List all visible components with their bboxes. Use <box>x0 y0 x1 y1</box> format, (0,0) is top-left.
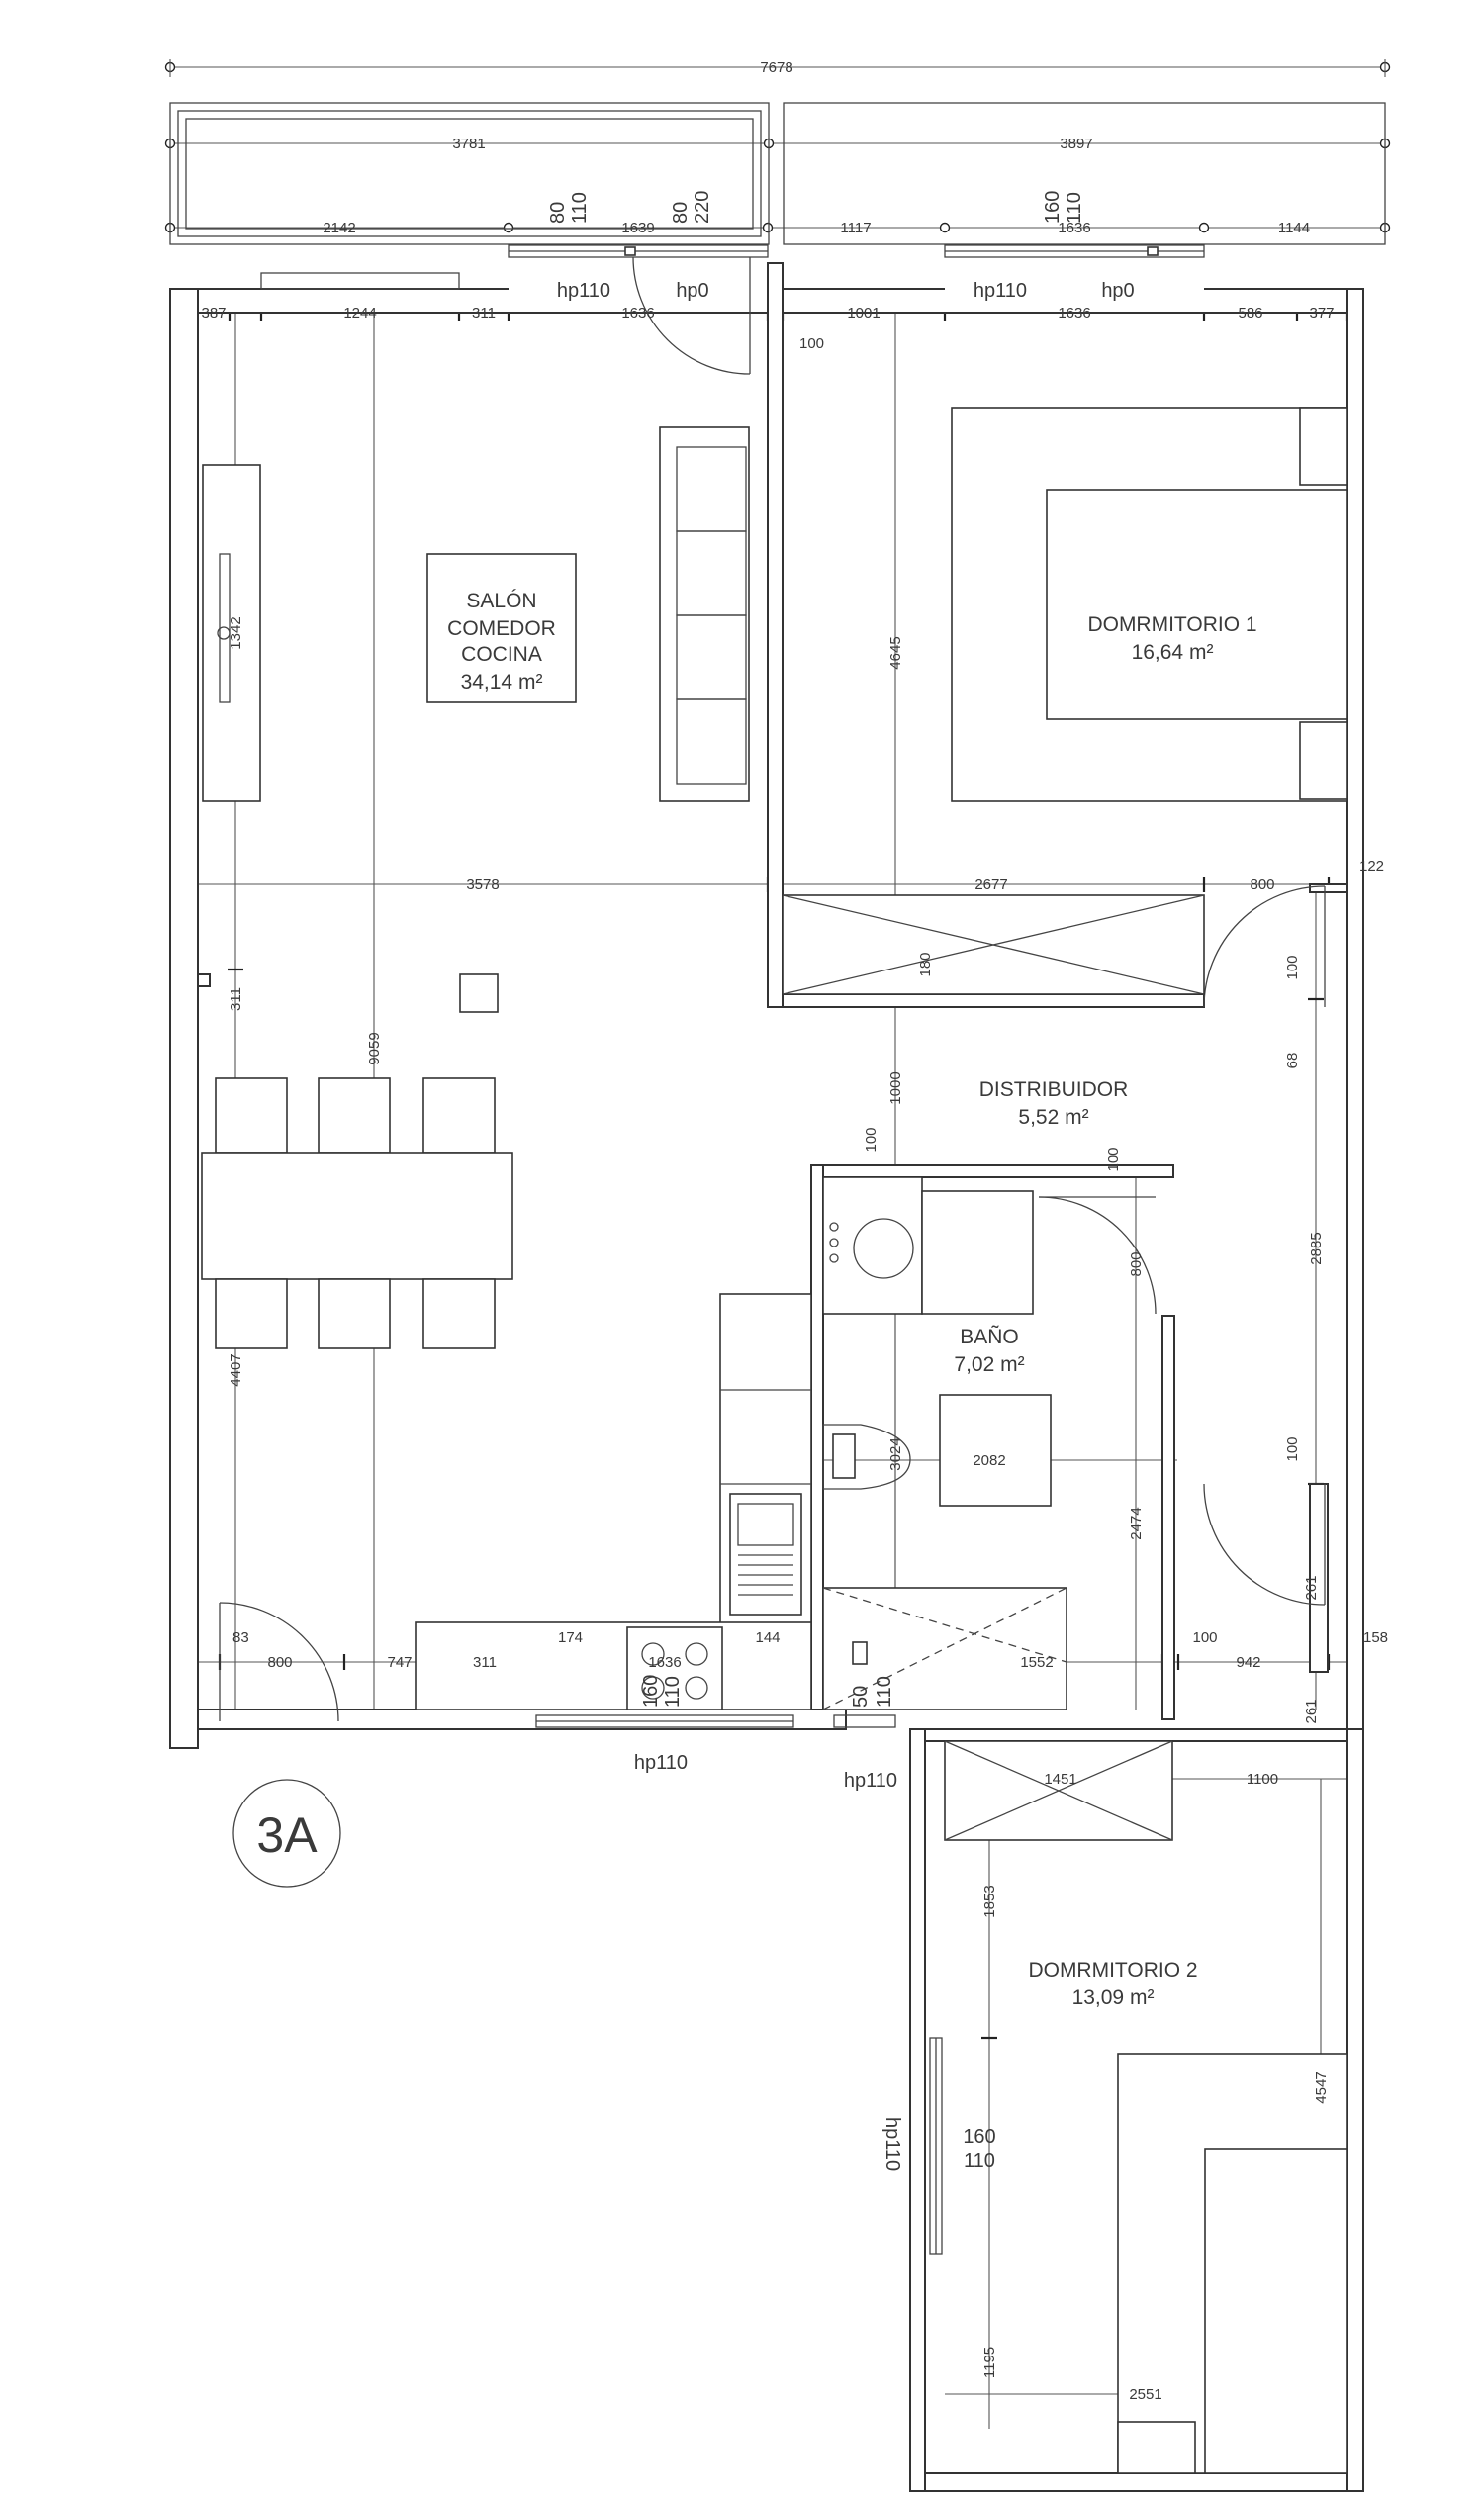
terrace <box>169 102 1386 245</box>
label-w2-hp: hp110 <box>974 280 1027 302</box>
label-top-c: 1117 <box>840 220 871 236</box>
label-terrace-right: 3897 <box>1060 136 1092 152</box>
label-row3-1636: 1636 <box>648 1654 681 1671</box>
label-top-e: 1144 <box>1278 220 1310 236</box>
label-top-a: 2142 <box>323 220 355 236</box>
dorm1-area: 16,64 m² <box>1132 641 1214 664</box>
label-wall-311: 311 <box>228 987 244 1011</box>
label-row3-1552: 1552 <box>1020 1654 1053 1671</box>
label-row2-a: 387 <box>201 305 226 322</box>
label-wc-3024: 3024 <box>887 1437 904 1470</box>
label-row3-800: 800 <box>267 1654 292 1671</box>
salon-label-line1: SALÓN <box>466 590 536 612</box>
label-dist-1000: 1000 <box>887 1071 904 1104</box>
label-side-100a: 100 <box>1284 955 1301 979</box>
label-bath-800: 800 <box>1128 1251 1145 1276</box>
room-labels: SALÓN COMEDOR COCINA 34,14 m² DOMRMITORI… <box>447 590 1256 2009</box>
label-closet-180: 180 <box>917 952 934 976</box>
label-dorm2-4547: 4547 <box>1313 2071 1330 2103</box>
label-dorm1-width: 2677 <box>974 877 1007 893</box>
label-bath-100b: 100 <box>1105 1147 1122 1171</box>
bano-area: 7,02 m² <box>954 1353 1024 1376</box>
label-side-261b: 261 <box>1303 1699 1320 1723</box>
dorm1-label: DOMRMITORIO 1 <box>1087 613 1256 636</box>
label-row3-174: 174 <box>558 1629 583 1646</box>
label-row3-83: 83 <box>232 1629 249 1646</box>
label-w2-h2: 110 <box>1064 192 1085 224</box>
label-row2-c: 311 <box>472 305 496 322</box>
label-closet2-1451: 1451 <box>1044 1771 1076 1788</box>
label-w1-h3: 80 <box>670 202 692 224</box>
label-side-68: 68 <box>1284 1053 1301 1069</box>
windows <box>260 244 1205 2255</box>
bano-label: BAÑO <box>960 1325 1019 1348</box>
label-row2-d: 1636 <box>621 305 654 322</box>
label-row2-e: 1001 <box>847 305 880 322</box>
label-kitchen-hp: hp110 <box>634 1752 688 1774</box>
dorm2-label: DOMRMITORIO 2 <box>1028 1959 1197 1982</box>
label-dorm2-hp: hp110 <box>881 2117 903 2171</box>
label-w2-h1: 160 <box>1042 191 1064 224</box>
label-dorm1-height: 4645 <box>887 636 904 669</box>
distribuidor-label: DISTRIBUIDOR <box>979 1078 1129 1101</box>
label-bath-h2: 110 <box>874 1676 895 1708</box>
label-salon-height: 9059 <box>366 1032 383 1064</box>
label-side-2885: 2885 <box>1308 1232 1325 1264</box>
doors <box>219 256 1326 1722</box>
label-kitchen-h2: 110 <box>662 1676 684 1708</box>
label-row3-144: 144 <box>755 1629 780 1646</box>
label-dorm2-1853: 1853 <box>981 1885 998 1917</box>
label-total-width: 7678 <box>760 59 792 76</box>
label-dorm2-1195: 1195 <box>981 2347 998 2378</box>
label-w1-hp0: hp0 <box>676 280 708 302</box>
plan-badge: 3A <box>232 1779 341 1888</box>
label-row2-h: 377 <box>1309 305 1334 322</box>
label-w1-h4: 220 <box>692 191 713 224</box>
label-w1-h2: 110 <box>569 192 591 224</box>
label-row3-747: 747 <box>387 1654 412 1671</box>
label-dorm2-2551: 2551 <box>1129 2386 1161 2403</box>
label-w1-h1: 80 <box>547 202 569 224</box>
dimension-labels: 7678 3781 3897 2142 1639 1117 1636 1144 … <box>201 59 1388 2403</box>
label-top-b: 1639 <box>621 220 654 236</box>
label-row2-f: 1636 <box>1058 305 1090 322</box>
label-dorm2-h1: 160 <box>963 2126 995 2148</box>
plan-label: 3A <box>256 1807 318 1863</box>
label-row2-b: 1244 <box>343 305 376 322</box>
label-bath-2474: 2474 <box>1128 1507 1145 1539</box>
label-w1-hp: hp110 <box>557 280 610 302</box>
label-tv-1342: 1342 <box>228 616 244 649</box>
label-bath-2082: 2082 <box>973 1452 1005 1469</box>
label-side-261a: 261 <box>1303 1575 1320 1600</box>
label-kitchen-h1: 160 <box>640 1675 662 1708</box>
label-bath-h1: 50 <box>850 1686 872 1708</box>
label-row3-100: 100 <box>1192 1629 1217 1646</box>
salon-area: 34,14 m² <box>461 671 543 693</box>
label-salon-width: 3578 <box>466 877 499 893</box>
label-bath-hp: hp110 <box>844 1770 897 1792</box>
window-labels: hp110 hp0 80 110 80 220 hp110 hp0 160 11… <box>547 191 1135 2172</box>
label-lower-4407: 4407 <box>228 1353 244 1386</box>
label-row3-942: 942 <box>1236 1654 1260 1671</box>
label-row3-158: 158 <box>1363 1629 1388 1646</box>
label-door-100: 100 <box>799 335 824 352</box>
label-bath-100a: 100 <box>863 1127 880 1152</box>
sink-lines <box>738 1554 793 1596</box>
label-door-800-dorm1: 800 <box>1250 877 1274 893</box>
label-side-100b: 100 <box>1284 1436 1301 1461</box>
label-closet2-1100: 1100 <box>1247 1771 1278 1788</box>
label-dorm2-h2: 110 <box>964 2150 995 2172</box>
furniture <box>201 407 1348 2474</box>
label-row2-g: 586 <box>1238 305 1262 322</box>
salon-label-line2: COMEDOR <box>447 617 556 640</box>
label-top-d: 1636 <box>1058 220 1090 236</box>
label-terrace-left: 3781 <box>452 136 485 152</box>
label-row3-311: 311 <box>473 1654 497 1671</box>
salon-label-line3: COCINA <box>461 643 542 666</box>
label-w2-hp0: hp0 <box>1101 280 1134 302</box>
distribuidor-area: 5,52 m² <box>1018 1106 1088 1129</box>
dorm2-area: 13,09 m² <box>1072 1987 1155 2009</box>
label-dim-122: 122 <box>1359 858 1384 875</box>
